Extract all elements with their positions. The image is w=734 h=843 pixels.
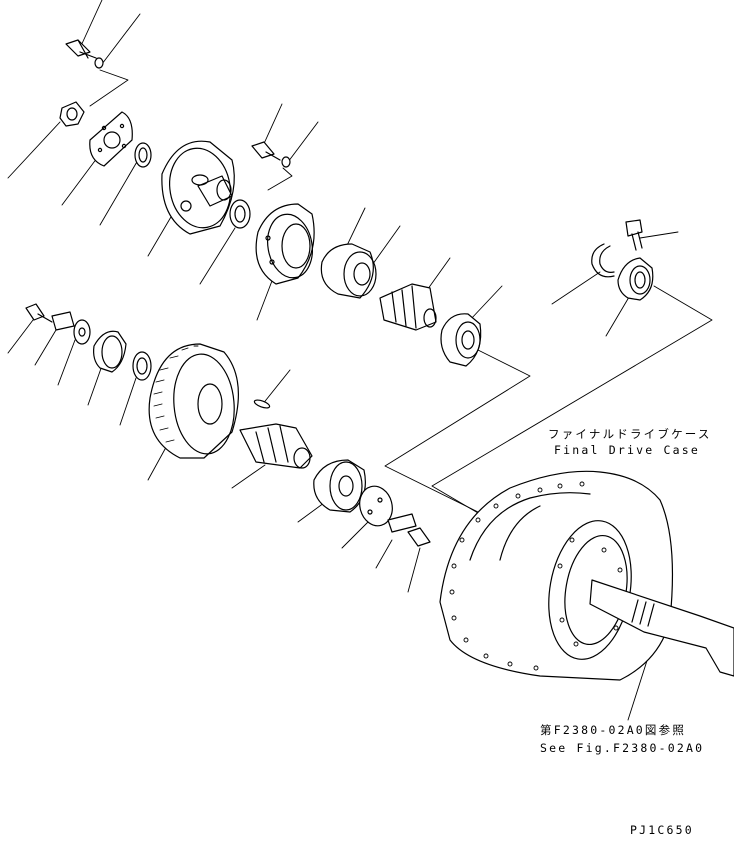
final-drive-case-label-jp: ファイナルドライブケース <box>548 427 712 441</box>
washer-part-3 <box>73 319 91 345</box>
roller-bearing-lower <box>313 459 366 513</box>
pinion-shaft-lower <box>239 423 313 469</box>
bearing-ring-part <box>229 199 251 229</box>
see-figure-label-jp: 第F2380-02A0図参照 <box>540 723 686 737</box>
end-plate-part <box>359 485 393 527</box>
roller-bearing-upper <box>320 243 377 299</box>
see-figure-label-en: See Fig.F2380-02A0 <box>540 741 704 755</box>
hex-nut-part <box>59 101 85 127</box>
roller-bearing-right <box>440 313 482 367</box>
lock-nut-part <box>617 257 654 301</box>
snap-ring-part <box>591 243 615 278</box>
bearing-part-left <box>93 330 127 373</box>
plate-part <box>89 111 133 167</box>
connection-lines <box>89 69 713 521</box>
bolt-part-3 <box>625 219 643 251</box>
large-gear-part <box>148 343 239 459</box>
pin-part <box>253 399 271 409</box>
bolt-part-5 <box>407 527 431 547</box>
lock-plate-lower <box>387 513 417 533</box>
final-drive-case-label-en: Final Drive Case <box>554 443 700 457</box>
lock-plate-part <box>51 311 75 331</box>
washer-part <box>94 57 104 69</box>
hub-housing-part <box>255 203 315 285</box>
final-drive-case <box>439 470 674 681</box>
pinion-shaft-upper <box>379 283 437 331</box>
snap-ring-inner <box>599 245 615 273</box>
drive-shaft <box>589 579 734 677</box>
bolt-part <box>65 39 97 59</box>
bolt-part-4 <box>25 303 53 323</box>
spacer-ring-part <box>132 351 152 381</box>
seal-ring-part <box>134 142 152 168</box>
bolt-part-2 <box>251 141 281 161</box>
figure-code: PJ1C650 <box>630 823 694 837</box>
washer-part-2 <box>281 156 291 168</box>
cover-part <box>161 140 235 235</box>
